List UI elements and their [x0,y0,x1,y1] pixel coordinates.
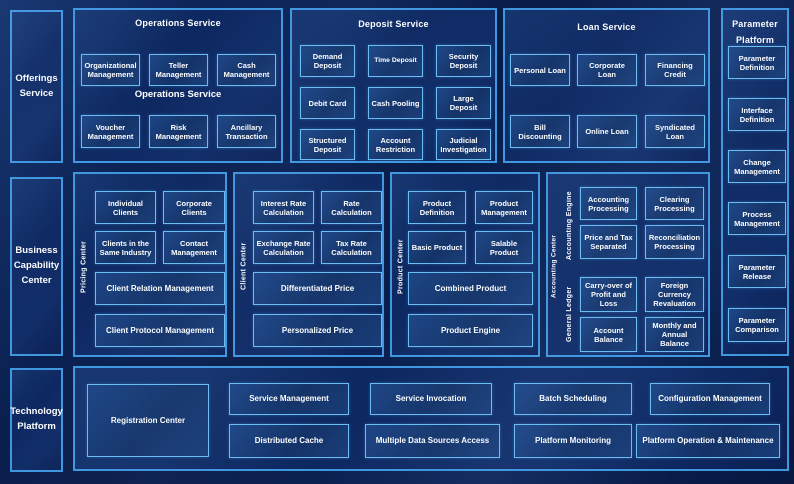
box-process-management: Process Management [728,202,786,235]
box-exchange-rate-calculation: Exchange Rate Calculation [253,231,314,264]
box-salable-product: Salable Product [475,231,533,264]
parameter-platform-title: Parameter Platform [732,19,778,46]
box-teller-management: Teller Management [149,54,208,86]
box-parameter-release: Parameter Release [728,255,786,288]
box-platform-operation-maintenance: Platform Operation & Maintenance [636,424,780,458]
box-change-management: Change Management [728,150,786,183]
box-clients-same-industry: Clients in the Same Industry [95,231,156,264]
box-multiple-data-sources-access: Multiple Data Sources Access [365,424,500,458]
box-individual-clients: Individual Clients [95,191,156,224]
pricing-center-panel: Pricing Center Individual Clients Corpor… [73,172,227,357]
box-financing-credit: Financing Credit [645,54,705,86]
box-differentiated-price: Differentiated Price [253,272,382,305]
rail-offerings-service: Offerings Service [10,10,63,163]
parameter-platform-panel: Parameter Platform Parameter Definition … [721,8,789,356]
box-security-deposit: Security Deposit [436,45,491,77]
product-center-label: Product Center [397,239,405,294]
box-service-invocation: Service Invocation [370,383,492,415]
box-account-balance: Account Balance [580,317,637,352]
deposit-service-title: Deposit Service [358,19,429,29]
box-price-and-tax-separated: Price and Tax Separated [580,225,637,259]
box-online-loan: Online Loan [577,115,637,148]
product-center-panel: Product Center Product Definition Produc… [390,172,540,357]
operations-service-title: Operations Service [135,18,221,28]
deposit-service-panel: Deposit Service Demand Deposit Time Depo… [290,8,497,163]
box-syndicated-loan: Syndicated Loan [645,115,705,148]
box-judicial-investigation: Judicial Investigation [436,129,491,160]
general-ledger-label: General Ledger [566,286,573,342]
box-service-management: Service Management [229,383,349,415]
box-contact-management: Contact Management [163,231,225,264]
box-time-deposit: Time Deposit [368,45,423,77]
box-product-engine: Product Engine [408,314,533,347]
box-tax-rate-calculation: Tax Rate Calculation [321,231,382,264]
box-clearing-processing: Clearing Processing [645,187,704,220]
box-demand-deposit: Demand Deposit [300,45,355,77]
box-reconciliation-processing: Reconciliation Processing [645,225,704,259]
box-corporate-loan: Corporate Loan [577,54,637,86]
box-carry-over-profit-loss: Carry-over of Profit and Loss [580,277,637,312]
box-registration-center: Registration Center [87,384,209,457]
box-product-definition: Product Definition [408,191,466,224]
rail-technology-platform: Technology Platform [10,368,63,472]
technology-platform-panel: Registration Center Service Management S… [73,366,789,471]
box-cash-pooling: Cash Pooling [368,87,423,119]
box-risk-management: Risk Management [149,115,208,148]
rail-business-capability-center: Business Capability Center [10,177,63,356]
box-monthly-annual-balance: Monthly and Annual Balance [645,317,704,352]
box-client-protocol-management: Client Protocol Management [95,314,225,347]
box-voucher-management: Voucher Management [81,115,140,148]
box-debit-card: Debit Card [300,87,355,119]
accounting-center-panel: Accounting Center Accounting Engine Gene… [546,172,710,357]
box-ancillary-transaction: Ancillary Transaction [217,115,276,148]
box-large-deposit: Large Deposit [436,87,491,119]
box-platform-monitoring: Platform Monitoring [514,424,632,458]
operations-service-subtitle: Operations Service [134,89,222,100]
box-structured-deposit: Structured Deposit [300,129,355,160]
box-personalized-price: Personalized Price [253,314,382,347]
loan-service-title: Loan Service [577,22,636,32]
box-accounting-processing: Accounting Processing [580,187,637,220]
accounting-engine-label: Accounting Engine [566,191,573,261]
box-interface-definition: Interface Definition [728,98,786,131]
box-configuration-management: Configuration Management [650,383,770,415]
box-batch-scheduling: Batch Scheduling [514,383,632,415]
loan-service-panel: Loan Service Personal Loan Corporate Loa… [503,8,710,163]
box-bill-discounting: Bill Discounting [510,115,570,148]
box-corporate-clients: Corporate Clients [163,191,225,224]
box-product-management: Product Management [475,191,533,224]
box-parameter-comparison: Parameter Comparison [728,308,786,342]
box-parameter-definition: Parameter Definition [728,46,786,79]
accounting-center-label: Accounting Center [550,234,558,299]
box-combined-product: Combined Product [408,272,533,305]
box-interest-rate-calculation: Interest Rate Calculation [253,191,314,224]
client-center-panel: Client Center Interest Rate Calculation … [233,172,384,357]
box-client-relation-management: Client Relation Management [95,272,225,305]
box-organizational-management: Organizational Management [81,54,140,86]
box-personal-loan: Personal Loan [510,54,570,86]
operations-service-panel: Operations Service Organizational Manage… [73,8,283,163]
box-cash-management: Cash Management [217,54,276,86]
box-basic-product: Basic Product [408,231,466,264]
box-distributed-cache: Distributed Cache [229,424,349,458]
client-center-label: Client Center [240,242,248,291]
box-rate-calculation: Rate Calculation [321,191,382,224]
box-account-restriction: Account Restriction [368,129,423,160]
pricing-center-label: Pricing Center [80,240,88,293]
box-foreign-currency-revaluation: Foreign Currency Revaluation [645,277,704,312]
